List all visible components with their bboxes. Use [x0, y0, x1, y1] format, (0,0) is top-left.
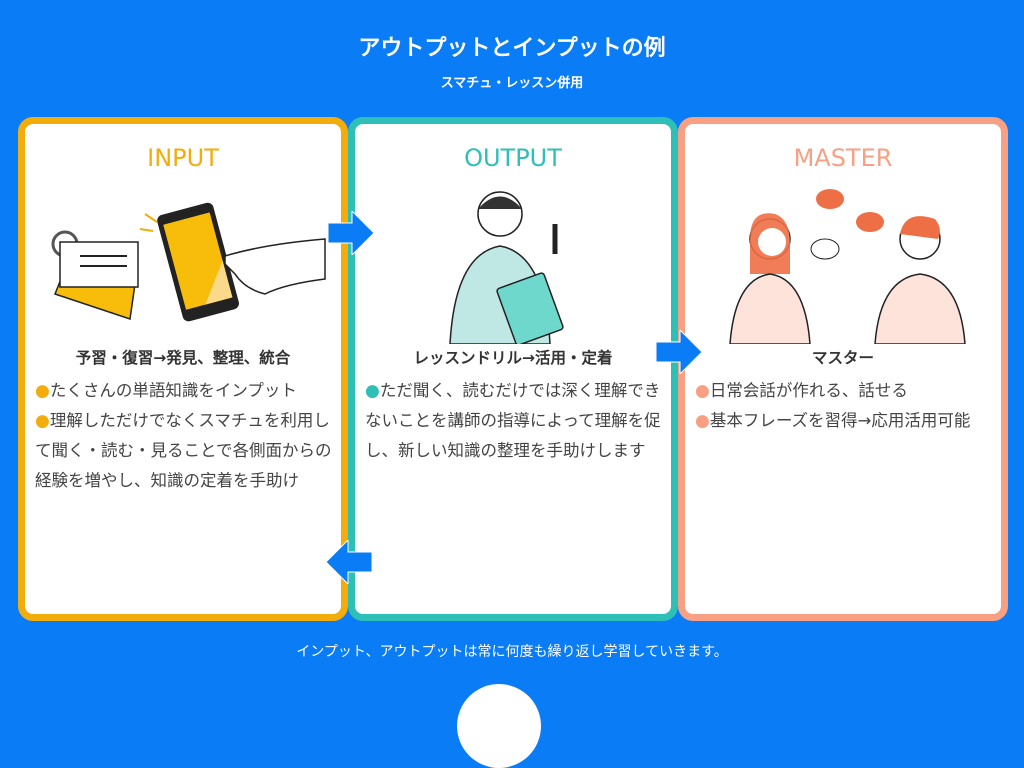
card-subheading: マスター: [811, 349, 874, 367]
bullet-dot: ●: [35, 411, 50, 431]
bullet-item: ●ただ聞く、読むだけでは深く理解できないことを講師の指導によって理解を促し、新し…: [365, 376, 663, 466]
conversation-illustration: [729, 189, 966, 344]
card-body: ●日常会話が作れる、話せる ●基本フレーズを習得→応用活用可能: [695, 376, 993, 436]
bullet-text: たくさんの単語知識をインプット: [49, 381, 297, 400]
bullet-text: ただ聞く、読むだけでは深く理解できないことを講師の指導によって理解を促し、新しい…: [365, 381, 661, 460]
card-heading: OUTPUT: [464, 144, 562, 172]
bullet-dot: ●: [35, 381, 50, 401]
card-body: ●たくさんの単語知識をインプット ●理解しただけでなくスマチュを利用して聞く・読…: [35, 376, 333, 496]
bullet-item: ●基本フレーズを習得→応用活用可能: [695, 406, 993, 436]
card-subheading: 予習・復習→発見、整理、統合: [75, 349, 291, 367]
bullet-item: ●たくさんの単語知識をインプット: [35, 376, 333, 406]
scroll-button[interactable]: [457, 684, 541, 768]
page-subtitle: スマチュ・レッスン併用: [440, 76, 584, 91]
master-card: MASTER マスター ●日常会話が作れる、話せる ●基本フレーズを習得→応用活…: [678, 117, 1008, 621]
flashcards-smartphone-illustration: [51, 202, 326, 322]
output-card: OUTPUT レッスンドリル→活用・定着 ●ただ聞く、読むだけでは深く理解できな…: [348, 117, 678, 621]
bullet-dot: ●: [365, 381, 380, 401]
input-card: INPUT 予習・復習→発見、整理、統合 ●たくさんの単語知識をインプット ●理…: [18, 117, 348, 621]
teacher-illustration: [449, 191, 564, 344]
arrow-left-icon: [326, 540, 372, 584]
footer-note: インプット、アウトプットは常に何度も繰り返し学習していきます。: [296, 644, 728, 660]
bullet-text: 理解しただけでなくスマチュを利用して聞く・読む・見ることで各側面からの経験を増や…: [35, 411, 332, 490]
bullet-item: ●理解しただけでなくスマチュを利用して聞く・読む・見ることで各側面からの経験を増…: [35, 406, 333, 496]
card-heading: INPUT: [147, 144, 219, 172]
card-heading: MASTER: [793, 144, 893, 172]
card-body: ●ただ聞く、読むだけでは深く理解できないことを講師の指導によって理解を促し、新し…: [365, 376, 663, 466]
arrow-right-icon: [328, 211, 374, 255]
bullet-dot: ●: [695, 411, 710, 431]
card-subheading: レッスンドリル→活用・定着: [413, 349, 613, 367]
arrow-right-icon: [656, 330, 702, 374]
bullet-item: ●日常会話が作れる、話せる: [695, 376, 993, 406]
bullet-text: 基本フレーズを習得→応用活用可能: [709, 411, 971, 430]
bullet-text: 日常会話が作れる、話せる: [709, 381, 908, 400]
page-title: アウトプットとインプットの例: [358, 36, 666, 61]
bullet-dot: ●: [695, 381, 710, 401]
